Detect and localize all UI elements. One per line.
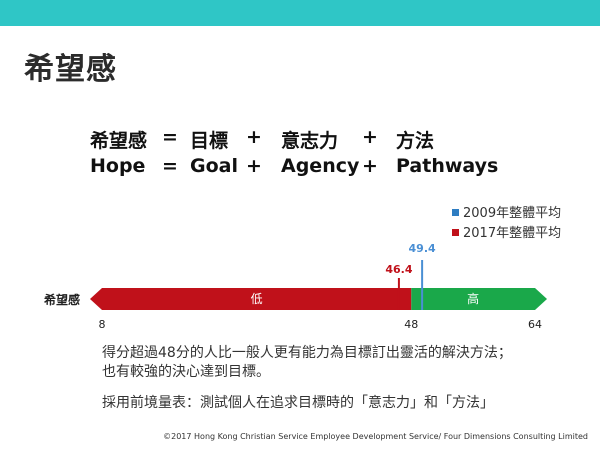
eq-en-goal: Goal bbox=[190, 155, 238, 177]
legend-item-2017: 2017年整體平均 bbox=[452, 222, 561, 241]
legend-item-2009: 2009年整體平均 bbox=[452, 202, 561, 221]
scale-label: 希望感 bbox=[43, 292, 80, 307]
explanation-line-1: 得分超過48分的人比一般人更有能力為目標訂出靈活的解決方法； bbox=[102, 345, 512, 361]
scale-high-bar bbox=[411, 288, 547, 310]
scale-low-label: 低 bbox=[251, 292, 263, 306]
marker-value-2017: 46.4 bbox=[385, 263, 412, 276]
eq-zh-plus-2: + bbox=[362, 126, 378, 148]
scale-low-bar bbox=[90, 288, 412, 310]
explanation-line-2: 也有較強的決心達到目標。 bbox=[102, 364, 270, 380]
eq-zh-lhs: 希望感 bbox=[90, 130, 148, 152]
scale-high-label: 高 bbox=[467, 291, 479, 306]
eq-en-agency: Agency bbox=[281, 155, 360, 177]
method-note: 採用前境量表：測試個人在追求目標時的「意志力」和「方法」 bbox=[102, 395, 494, 411]
marker-value-2009: 49.4 bbox=[409, 242, 436, 255]
eq-zh-goal: 目標 bbox=[190, 130, 229, 152]
legend-swatch-2017 bbox=[452, 229, 459, 236]
eq-en-equals: = bbox=[162, 155, 178, 177]
eq-en-pathways: Pathways bbox=[396, 155, 499, 177]
eq-zh-agency: 意志力 bbox=[281, 130, 339, 152]
tick-label-threshold: 48 bbox=[404, 318, 418, 331]
eq-en-plus-2: + bbox=[362, 155, 378, 177]
eq-en-lhs: Hope bbox=[90, 155, 146, 177]
tick-label-min: 8 bbox=[99, 318, 106, 331]
legend-label-2017: 2017年整體平均 bbox=[463, 226, 562, 241]
eq-zh-pathways: 方法 bbox=[396, 130, 435, 152]
tick-label-max: 64 bbox=[528, 318, 542, 331]
eq-zh-equals: = bbox=[162, 126, 178, 148]
page-title: 希望感 bbox=[24, 52, 117, 87]
legend-label-2009: 2009年整體平均 bbox=[463, 206, 562, 221]
copyright-footer: ©2017 Hong Kong Christian Service Employ… bbox=[163, 432, 588, 441]
eq-zh-plus-1: + bbox=[246, 126, 262, 148]
eq-en-plus-1: + bbox=[246, 155, 262, 177]
legend-swatch-2009 bbox=[452, 209, 459, 216]
top-accent-bar bbox=[0, 0, 600, 26]
